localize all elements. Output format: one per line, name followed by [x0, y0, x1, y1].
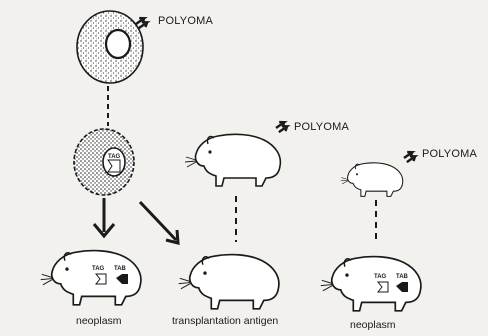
polyoma-label: POLYOMA	[422, 149, 477, 160]
caption-left: neoplasm	[76, 316, 122, 327]
tag-label: TAG	[374, 274, 386, 280]
caption-right: neoplasm	[350, 320, 396, 331]
down-arrow-icon	[94, 198, 114, 236]
hamster-icon	[185, 134, 280, 186]
cell-icon	[77, 11, 143, 83]
tag-label: TAG	[108, 154, 120, 160]
hamster-icon	[341, 163, 403, 197]
diagonal-arrow-icon	[140, 202, 178, 243]
transformed-cell-icon	[74, 129, 134, 195]
virus-arrow-icon	[402, 150, 417, 165]
virus-arrow-icon	[274, 120, 289, 135]
polyoma-label: POLYOMA	[158, 16, 213, 27]
tab-label: TAB	[396, 274, 408, 280]
tag-label: TAG	[92, 266, 104, 272]
hamster-icon	[179, 255, 279, 309]
polyoma-label: POLYOMA	[294, 122, 349, 133]
tab-label: TAB	[114, 266, 126, 272]
caption-middle: transplantation antigen	[172, 316, 278, 327]
